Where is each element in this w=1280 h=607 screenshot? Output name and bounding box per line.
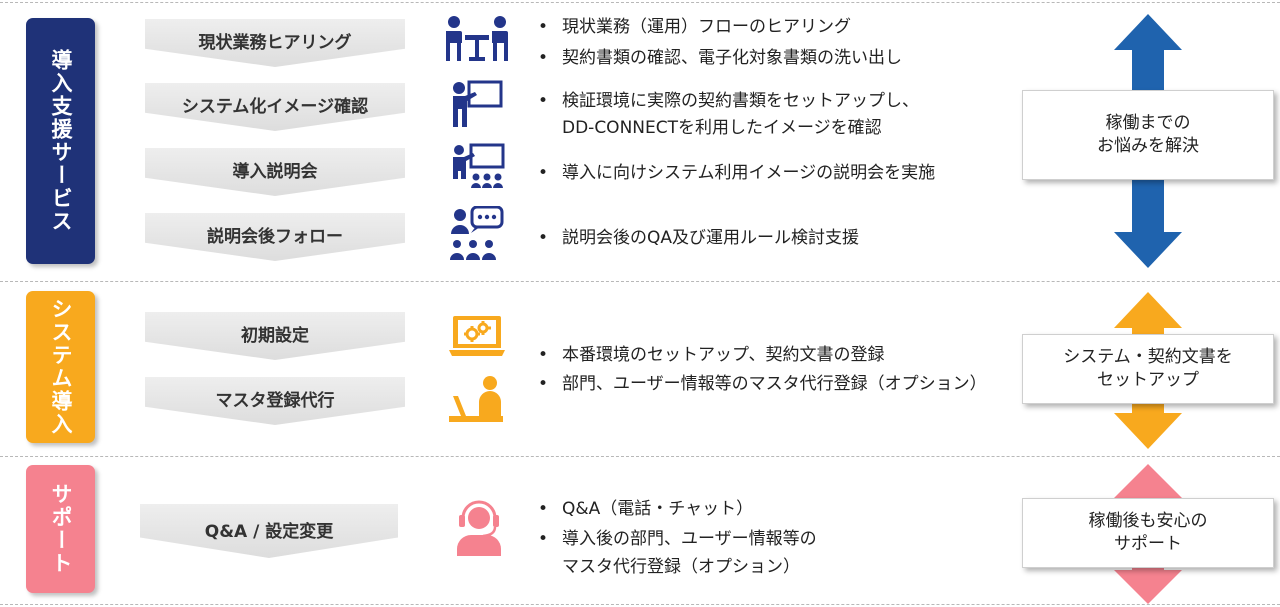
callout-intro: 稼働までの お悩みを解決 [1022,90,1274,180]
chat-group-icon [449,206,505,264]
step-qa-settings-change: Q&A / 設定変更 [140,504,398,558]
callout-system: システム・契約文書を セットアップ [1022,334,1274,404]
callout-support: 稼働後も安心の サポート [1022,498,1274,568]
bullet-item: •本番環境のセットアップ、契約文書の登録 [538,345,885,365]
bullet-item: •現状業務（運用）フローのヒアリング [538,17,851,37]
section-divider [0,281,1280,282]
bullet-item: •部門、ユーザー情報等のマスタ代行登録（オプション） [538,374,987,394]
step-post-briefing-followup: 説明会後フォロー [145,213,405,261]
bullet-item: •説明会後のQA及び運用ルール検討支援 [538,228,860,248]
headset-operator-icon [454,498,504,556]
step-initial-setup: 初期設定 [145,312,405,360]
bullet-item: •契約書類の確認、電子化対象書類の洗い出し [538,48,902,68]
section-label-system-introduction: システム導入 [26,291,95,443]
section-divider [0,2,1280,3]
bullet-item-continuation: マスタ代行登録（オプション） [562,557,800,577]
bullet-item: •導入に向けシステム利用イメージの説明会を実施 [538,163,936,183]
section-divider [0,456,1280,457]
laptop-gear-icon [448,314,506,360]
presenter-icon [451,80,503,128]
section-label-support: サポート [26,465,95,593]
step-master-registration: マスタ登録代行 [145,377,405,425]
meeting-icon [444,15,510,63]
section-divider [0,604,1280,605]
bullet-item: •Q&A（電話・チャット） [538,499,754,519]
section-label-intro-support: 導入支援サービス [26,18,95,264]
bullet-item: •検証環境に実際の契約書類をセットアップし、 [538,91,919,111]
seminar-icon [451,143,505,189]
bullet-item-continuation: DD-CONNECTを利用したイメージを確認 [562,118,882,138]
step-current-hearing: 現状業務ヒアリング [145,19,405,67]
step-intro-briefing: 導入説明会 [145,148,405,196]
bullet-item: •導入後の部門、ユーザー情報等の [538,529,817,549]
desk-worker-icon [448,374,504,426]
step-system-image-check: システム化イメージ確認 [145,83,405,131]
